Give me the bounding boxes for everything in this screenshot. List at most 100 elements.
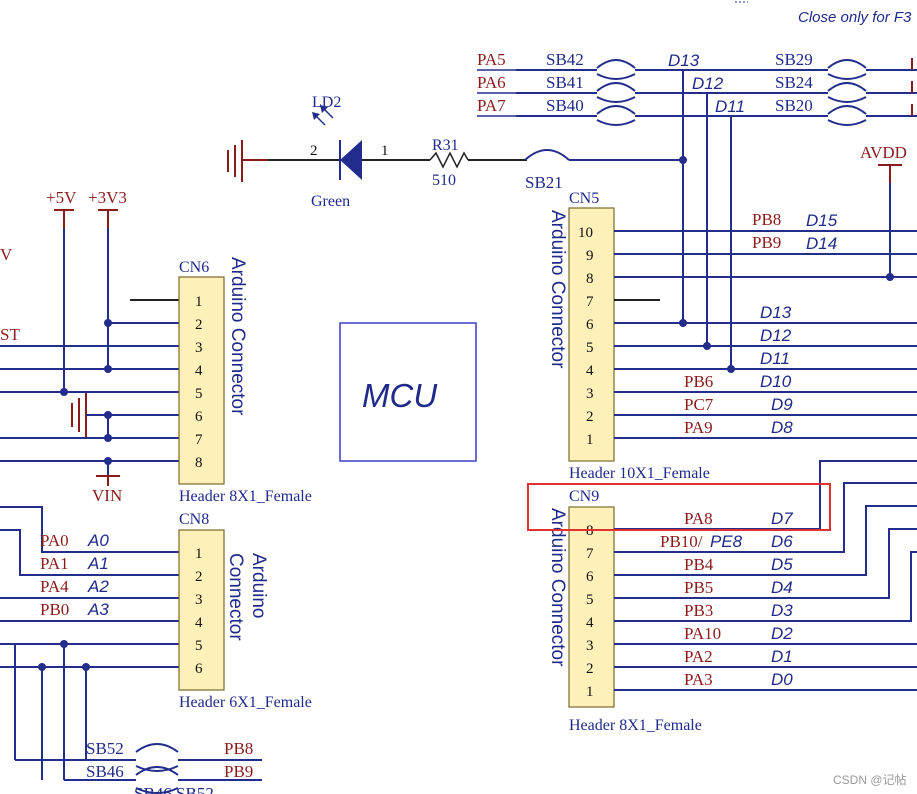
connector-ref: CN5 <box>569 190 599 207</box>
net-label: PB8 <box>752 210 781 229</box>
pin-number: 1 <box>195 546 203 562</box>
pin-number: 3 <box>195 340 203 356</box>
resistor-ref: R31 <box>432 137 459 154</box>
power-label: VIN <box>92 486 122 505</box>
pin-number: 6 <box>195 661 203 677</box>
pin-number: 5 <box>586 340 594 356</box>
signal-label: D0 <box>771 670 793 689</box>
connector-footer: Header 10X1_Female <box>569 465 710 482</box>
solder-bridge-label: SB24 <box>775 73 813 92</box>
signal-label: A2 <box>87 577 109 596</box>
solder-bridge-arc <box>596 59 636 69</box>
pin-number: 5 <box>195 638 203 654</box>
connector-ref: CN9 <box>569 488 599 505</box>
mcu-label: MCU <box>362 377 437 414</box>
connector-title: Connector <box>225 553 246 641</box>
power-label: +3V3 <box>88 188 127 207</box>
pin-number: 10 <box>578 225 593 241</box>
pin-number: 1 <box>381 143 389 159</box>
signal-label: D13 <box>668 51 700 70</box>
solder-bridge-label: SB21 <box>525 173 563 192</box>
signal-label: D9 <box>771 395 793 414</box>
pin-number: 4 <box>195 615 203 631</box>
signal-label: D3 <box>771 601 793 620</box>
highlight-box <box>527 483 831 531</box>
net-label: PA5 <box>477 50 506 69</box>
pin-number: 7 <box>586 546 594 562</box>
mcu-box <box>339 322 477 462</box>
pin-number: 1 <box>586 684 594 700</box>
signal-label: PE8 <box>710 532 743 551</box>
net-label: PB8 <box>224 739 253 758</box>
signal-label: A3 <box>87 600 109 619</box>
pin-number: 4 <box>586 615 594 631</box>
solder-bridge-label: SB20 <box>775 96 813 115</box>
net-label: PC7 <box>684 395 714 414</box>
resistor-value: 510 <box>432 172 456 189</box>
signal-label: D11 <box>715 97 745 116</box>
net-label: PA0 <box>40 531 69 550</box>
pin-number: 4 <box>586 363 594 379</box>
signal-label: D2 <box>771 624 793 643</box>
top-note: Close only for F3 <box>798 9 912 26</box>
signal-label: D15 <box>806 211 838 230</box>
solder-bridge-label: SB29 <box>775 50 813 69</box>
pin-number: 2 <box>310 143 318 159</box>
cn8-header: CN8 1 2 3 4 5 6 Arduino Connector Header… <box>178 511 312 711</box>
signal-label: D13 <box>760 303 792 322</box>
signal-label: D6 <box>771 532 793 551</box>
solder-bridge-arc <box>596 82 636 92</box>
header-body <box>178 529 225 691</box>
cn5-wires: PB8 PB9 D15 D14 D13 D12 D11 PB6 PC7 PA9 … <box>614 210 917 439</box>
signal-label: A1 <box>87 554 109 573</box>
solder-bridge-label: SB41 <box>546 73 584 92</box>
pin-number: 5 <box>195 386 203 402</box>
signal-label: D4 <box>771 578 793 597</box>
net-label: PB5 <box>684 578 713 597</box>
resistor-icon <box>429 151 469 169</box>
net-label: PA8 <box>684 509 713 528</box>
pin-number: 2 <box>195 317 203 333</box>
pin-number: 6 <box>586 317 594 333</box>
net-label: PA4 <box>40 577 69 596</box>
cn5-header: CN5 10 9 8 7 6 5 4 3 2 1 Arduino Connect… <box>547 190 710 482</box>
power-label: AVDD <box>860 143 907 162</box>
cn6-wires <box>0 299 179 462</box>
cn6-header: CN6 1 2 3 4 5 6 7 8 Arduino Connector He… <box>178 257 312 505</box>
solder-bridge-label: SB40 <box>546 96 584 115</box>
pin-number: 3 <box>586 638 594 654</box>
connector-footer: Header 6X1_Female <box>179 694 312 711</box>
watermark: CSDN @记帖 <box>833 772 907 787</box>
pin-number: 7 <box>586 294 594 310</box>
pin-number: 4 <box>195 363 203 379</box>
pin-number: 2 <box>586 661 594 677</box>
solder-bridge-arc <box>596 105 636 115</box>
left-power: V ST +5V +3V3 VIN <box>0 188 127 505</box>
net-label: PB0 <box>40 600 69 619</box>
pin-number: 5 <box>586 592 594 608</box>
net-label: PB9 <box>752 233 781 252</box>
solder-bridge-label: SB52 <box>86 739 124 758</box>
cut-label: ST <box>0 325 20 344</box>
net-label: PA1 <box>40 554 69 573</box>
led-diode-icon <box>340 140 362 180</box>
pin-number: 1 <box>195 294 203 310</box>
connector-ref: CN6 <box>179 259 209 276</box>
pin-number: 6 <box>195 409 203 425</box>
cn8-wires: PA0 PA1 PA4 PB0 A0 A1 A2 A3 <box>0 506 179 780</box>
signal-label: D8 <box>771 418 793 437</box>
header-body <box>568 207 615 462</box>
connector-ref: CN8 <box>179 511 209 528</box>
net-label: PA2 <box>684 647 713 666</box>
pin-number: 8 <box>586 271 594 287</box>
signal-label: D7 <box>771 509 793 528</box>
net-label: PA9 <box>684 418 713 437</box>
pin-number: 6 <box>586 569 594 585</box>
signal-label: D12 <box>760 326 792 345</box>
pin-number: 2 <box>195 569 203 585</box>
net-label: PB9 <box>224 762 253 781</box>
pin-number: 3 <box>195 592 203 608</box>
connector-title: Arduino <box>248 553 269 619</box>
signal-label: D1 <box>771 647 793 666</box>
led-color: Green <box>311 193 350 210</box>
